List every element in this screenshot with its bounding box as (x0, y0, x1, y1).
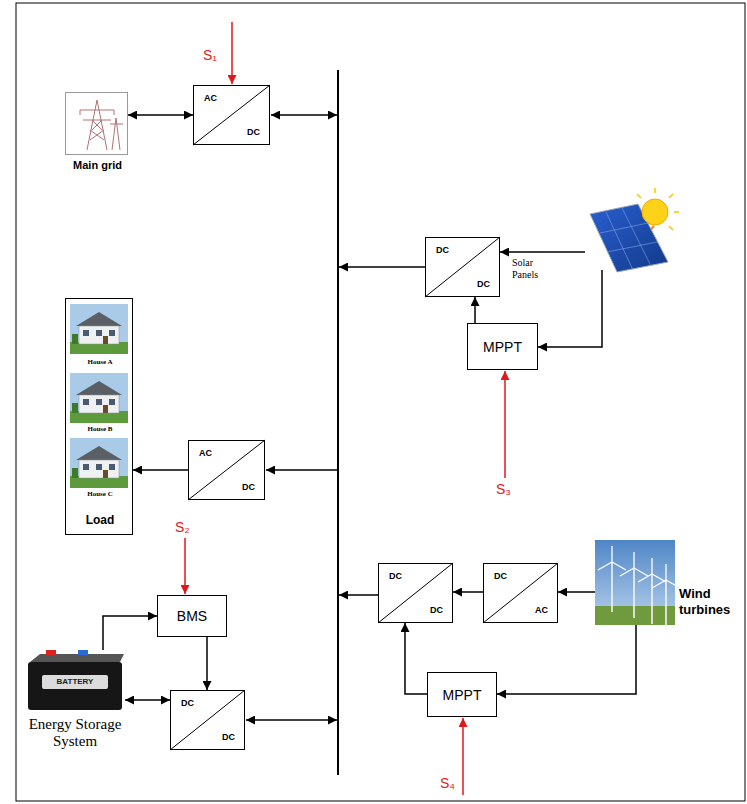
house-picture: House B (70, 374, 130, 436)
node-label: DC (494, 571, 507, 581)
house-picture: House C (70, 439, 130, 501)
converter-box: DC DC (425, 237, 500, 297)
solar-panel-icon: Solar Panels (585, 195, 675, 270)
signal-name: S₄ (440, 775, 455, 791)
mppt-box: MPPT (427, 672, 497, 717)
node-label: DC (477, 279, 490, 289)
converter-box: DC DC (378, 563, 453, 623)
load-group: Load House A House B House C (65, 298, 133, 535)
battery-marking: BATTERY (44, 677, 106, 686)
node-label: MPPT (483, 339, 522, 355)
node-label: BMS (177, 608, 207, 624)
wind-turbine-icon: Wind turbines (595, 540, 675, 625)
node-label: AC (199, 448, 212, 458)
connector-arrow (125, 699, 170, 701)
node-label: DC (222, 732, 235, 742)
node-label: House A (70, 358, 130, 366)
converter-box: DC AC (483, 563, 558, 623)
connector-arrow (538, 270, 602, 347)
node-label: Wind turbines (679, 586, 741, 617)
node-label: MPPT (443, 687, 482, 703)
node-label: DC (247, 127, 260, 137)
node-label: Load (66, 513, 134, 527)
signal-name: S₂ (175, 519, 190, 535)
grid-icon: Main grid (65, 92, 128, 155)
node-label: Main grid (54, 159, 141, 171)
node-label: DC (181, 698, 194, 708)
connector-arrow (500, 251, 585, 253)
converter-box: AC DC (193, 85, 270, 145)
node-label: Solar Panels (512, 257, 554, 281)
node-label: DC (436, 245, 449, 255)
node-label: DC (389, 571, 402, 581)
connector-arrow (474, 297, 476, 323)
node-label: AC (535, 605, 548, 615)
node-label: House B (70, 425, 130, 433)
connector-arrow (453, 591, 483, 593)
bms-box: BMS (157, 595, 227, 637)
mppt-box: MPPT (467, 323, 538, 370)
connector-arrow (497, 625, 636, 694)
converter-box: DC DC (170, 690, 245, 750)
connector-arrow (103, 616, 157, 650)
connector-arrow (128, 114, 193, 116)
connector-arrow (558, 591, 595, 593)
house-picture: House A (70, 304, 130, 369)
node-label: DC (242, 482, 255, 492)
node-label: House C (70, 490, 130, 498)
node-label: DC (430, 605, 443, 615)
connector-arrow (133, 469, 188, 471)
converter-box: AC DC (188, 440, 265, 500)
signal-name: S₁ (203, 47, 217, 63)
node-label: AC (204, 93, 217, 103)
connector-arrow (405, 623, 427, 694)
node-label: Energy Storage System (15, 716, 135, 751)
connector-arrow (206, 637, 208, 690)
signal-name: S₃ (496, 481, 511, 497)
